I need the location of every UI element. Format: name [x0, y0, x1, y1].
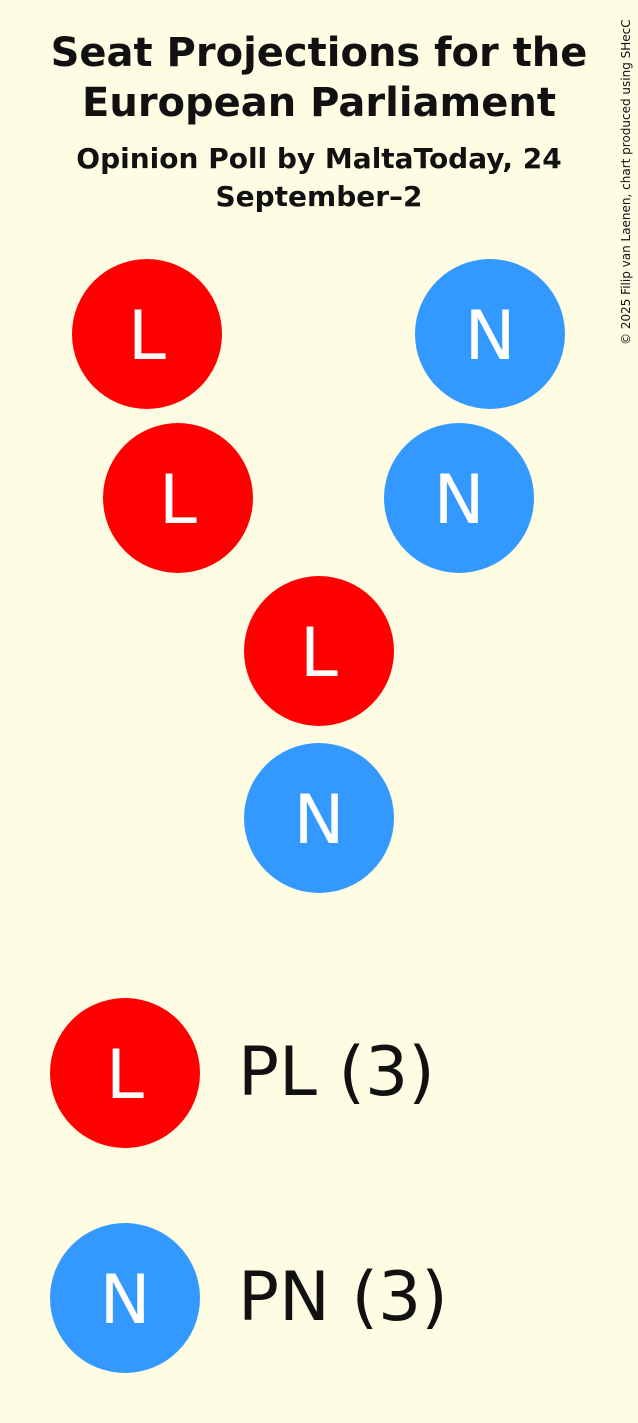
- chart-title: Seat Projections for the European Parlia…: [50, 30, 588, 126]
- legend-label-pn: PN (3): [238, 1258, 448, 1337]
- seat-pl: L: [72, 259, 222, 409]
- seat-circle: [50, 1223, 200, 1373]
- seat-letter: N: [100, 1261, 151, 1340]
- seat-pl: L: [103, 423, 253, 573]
- seat-pl: L: [244, 576, 394, 726]
- seat-circle: [103, 423, 253, 573]
- seat-letter: L: [300, 614, 338, 693]
- seat-letter: L: [128, 297, 166, 376]
- seat-pn: N: [384, 423, 534, 573]
- seat-circle: [244, 743, 394, 893]
- legend-label-pl: PL (3): [238, 1033, 435, 1112]
- seat-letter: N: [294, 781, 345, 860]
- seat-circle: [384, 423, 534, 573]
- seat-circle: [244, 576, 394, 726]
- chart-subtitle: Opinion Poll by MaltaToday, 24 September…: [76, 142, 562, 213]
- seat-letter: L: [106, 1036, 144, 1115]
- seat-letter: L: [159, 461, 197, 540]
- seat-circle: [415, 259, 565, 409]
- seat-circle: [50, 998, 200, 1148]
- seat-letter: N: [465, 297, 516, 376]
- seat-pn: N: [244, 743, 394, 893]
- seat-pn: N: [415, 259, 565, 409]
- seat-circle: [72, 259, 222, 409]
- legend-swatch-pl: L: [50, 998, 200, 1148]
- legend-swatch-pn: N: [50, 1223, 200, 1373]
- seat-letter: N: [434, 461, 485, 540]
